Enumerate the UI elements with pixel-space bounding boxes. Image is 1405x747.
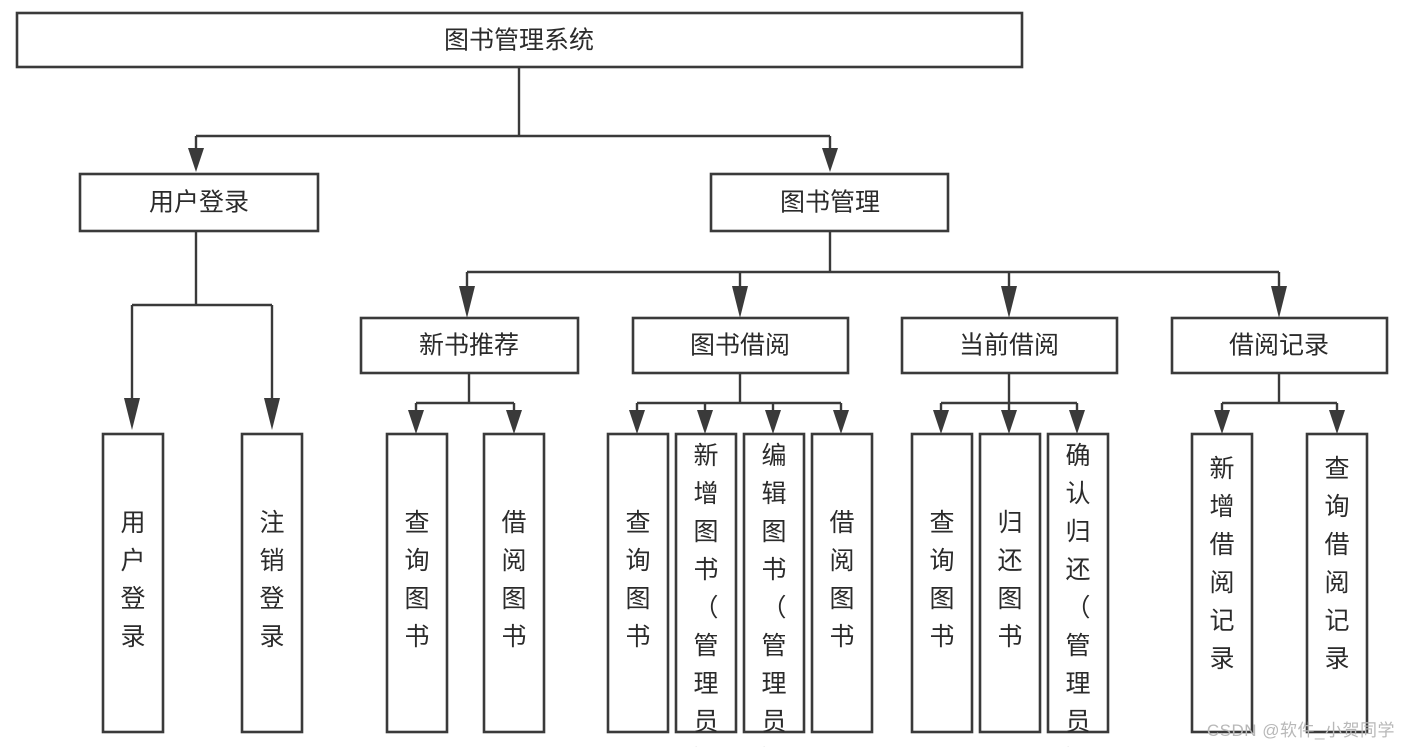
node-leaf-query-book-3-label: 查询图书 <box>929 509 954 651</box>
node-leaf-add-book[interactable]: 新增图书（管理员） <box>674 432 738 747</box>
node-leaf-query-book-1-box[interactable] <box>385 432 449 734</box>
node-root-label: 图书管理系统 <box>444 27 594 55</box>
arrow-to-leaf-return-book <box>1001 410 1017 434</box>
node-leaf-borrow-book-1-box[interactable] <box>482 432 546 734</box>
arrow-to-leaf-borrow-book-1 <box>506 410 522 434</box>
node-leaf-query-record-label: 查询借阅记录 <box>1324 455 1349 673</box>
node-current-borrow[interactable]: 当前借阅 <box>900 316 1119 375</box>
node-borrow-record-label: 借阅记录 <box>1229 332 1329 360</box>
arrow-to-leaf-query-book-3 <box>933 410 949 434</box>
node-book-borrow-label: 图书借阅 <box>690 332 790 360</box>
node-leaf-borrow-book-2[interactable]: 借阅图书 <box>810 432 874 734</box>
edge-group-current-borrow <box>933 373 1085 434</box>
arrow-to-current-borrow <box>1001 286 1017 318</box>
node-new-book-recommend-label: 新书推荐 <box>419 332 519 360</box>
node-user-login[interactable]: 用户登录 <box>78 172 320 233</box>
node-leaf-add-record-label: 新增借阅记录 <box>1209 455 1234 673</box>
node-leaf-add-record[interactable]: 新增借阅记录 <box>1190 432 1254 734</box>
node-leaf-query-book-1[interactable]: 查询图书 <box>385 432 449 734</box>
node-leaf-user-login-box[interactable] <box>101 432 165 734</box>
node-leaf-confirm-return[interactable]: 确认归还（管理员） <box>1046 432 1110 747</box>
node-leaf-return-book-label: 归还图书 <box>997 509 1022 651</box>
edge-group-root <box>188 67 838 172</box>
node-leaf-query-book-2-box[interactable] <box>606 432 670 734</box>
arrow-to-book-borrow <box>732 286 748 318</box>
node-leaf-query-book-2-label: 查询图书 <box>625 509 650 651</box>
node-leaf-add-record-box[interactable] <box>1190 432 1254 734</box>
node-leaf-query-book-1-label: 查询图书 <box>404 509 429 651</box>
edge-group-new-book-recommend <box>408 373 522 434</box>
node-new-book-recommend[interactable]: 新书推荐 <box>359 316 580 375</box>
node-book-borrow[interactable]: 图书借阅 <box>631 316 850 375</box>
node-current-borrow-label: 当前借阅 <box>959 332 1059 360</box>
node-leaf-query-book-3[interactable]: 查询图书 <box>910 432 974 734</box>
arrow-to-leaf-query-record <box>1329 410 1345 434</box>
node-borrow-record-box[interactable] <box>1170 316 1389 375</box>
arrow-to-user-login <box>188 148 204 172</box>
node-book-borrow-box[interactable] <box>631 316 850 375</box>
node-leaf-user-login[interactable]: 用户登录 <box>101 432 165 734</box>
edge-group-book-borrow <box>629 373 849 434</box>
node-book-management-box[interactable] <box>709 172 950 233</box>
arrow-to-leaf-user-logout <box>264 398 280 430</box>
arrow-to-new-book-recommend <box>459 286 475 318</box>
node-leaf-borrow-book-2-label: 借阅图书 <box>829 509 854 651</box>
node-current-borrow-box[interactable] <box>900 316 1119 375</box>
node-leaf-borrow-book-1[interactable]: 借阅图书 <box>482 432 546 734</box>
arrow-to-leaf-borrow-book-2 <box>833 410 849 434</box>
arrow-to-book-management <box>822 148 838 172</box>
node-book-management-label: 图书管理 <box>780 189 880 217</box>
node-user-login-box[interactable] <box>78 172 320 233</box>
node-leaf-query-book-2[interactable]: 查询图书 <box>606 432 670 734</box>
node-leaf-edit-book-box[interactable] <box>742 432 806 734</box>
arrow-to-leaf-add-book <box>697 410 713 434</box>
edge-group-user-login <box>124 231 280 430</box>
arrow-to-borrow-record <box>1271 286 1287 318</box>
node-root[interactable]: 图书管理系统 <box>15 11 1024 69</box>
node-root-box[interactable] <box>15 11 1024 69</box>
node-leaf-user-login-label: 用户登录 <box>120 509 145 651</box>
node-leaf-query-record-box[interactable] <box>1305 432 1369 734</box>
node-leaf-borrow-book-1-label: 借阅图书 <box>501 509 526 651</box>
arrow-to-leaf-query-book-2 <box>629 410 645 434</box>
node-leaf-query-book-3-box[interactable] <box>910 432 974 734</box>
arrow-to-leaf-user-login <box>124 398 140 430</box>
node-leaf-query-record[interactable]: 查询借阅记录 <box>1305 432 1369 734</box>
node-leaf-edit-book[interactable]: 编辑图书（管理员） <box>742 432 806 747</box>
node-new-book-recommend-box[interactable] <box>359 316 580 375</box>
edge-group-borrow-record <box>1214 373 1345 434</box>
node-user-login-label: 用户登录 <box>149 189 249 217</box>
arrow-to-leaf-query-book-1 <box>408 410 424 434</box>
node-leaf-user-logout-label: 注销登录 <box>259 509 284 651</box>
arrow-to-leaf-edit-book <box>765 410 781 434</box>
node-leaf-edit-book-label: 编辑图书（管理员） <box>761 442 786 747</box>
node-leaf-confirm-return-label: 确认归还（管理员） <box>1065 442 1090 747</box>
node-leaf-confirm-return-box[interactable] <box>1046 432 1110 734</box>
csdn-watermark: CSDN @软件_小贺同学 <box>1206 721 1395 740</box>
node-leaf-return-book-box[interactable] <box>978 432 1042 734</box>
node-leaf-user-logout[interactable]: 注销登录 <box>240 432 304 734</box>
arrow-to-leaf-confirm-return <box>1069 410 1085 434</box>
node-leaf-return-book[interactable]: 归还图书 <box>978 432 1042 734</box>
edge-group-book-management <box>459 231 1287 318</box>
node-leaf-borrow-book-2-box[interactable] <box>810 432 874 734</box>
node-book-management[interactable]: 图书管理 <box>709 172 950 233</box>
node-leaf-user-logout-box[interactable] <box>240 432 304 734</box>
node-leaf-add-book-box[interactable] <box>674 432 738 734</box>
node-borrow-record[interactable]: 借阅记录 <box>1170 316 1389 375</box>
arrow-to-leaf-add-record <box>1214 410 1230 434</box>
node-leaf-add-book-label: 新增图书（管理员） <box>693 442 718 747</box>
